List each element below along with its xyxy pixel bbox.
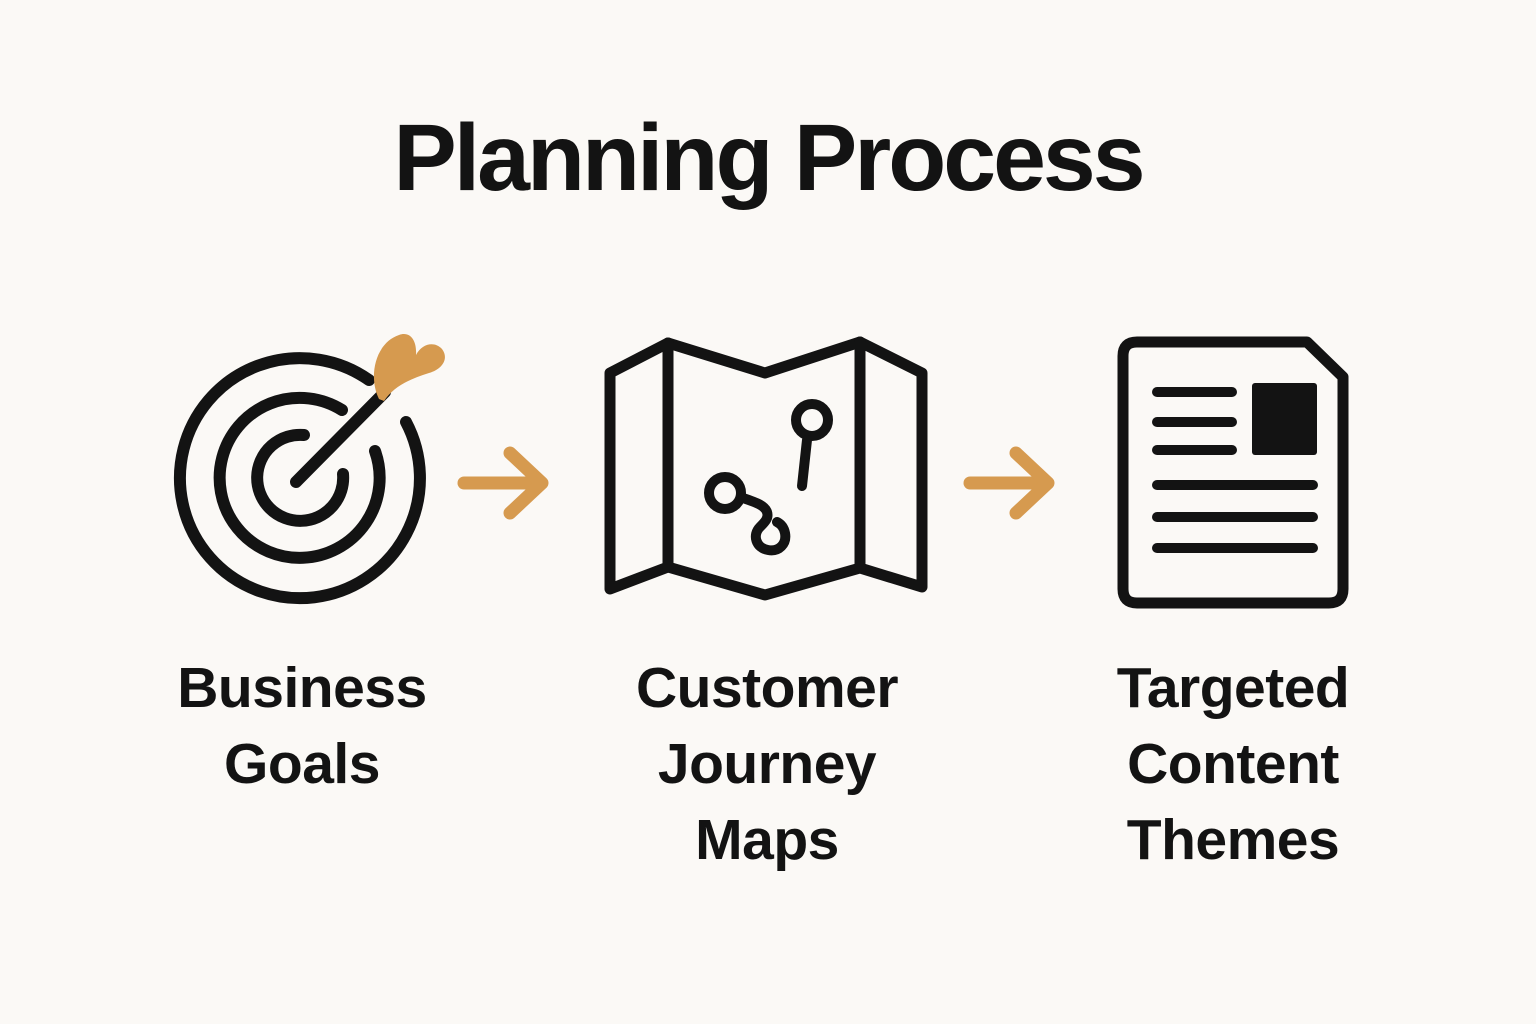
arrow-right-icon [963, 446, 1055, 520]
target-dart-icon [173, 334, 445, 605]
document-lines-icon [1117, 336, 1349, 609]
page-title: Planning Process [393, 105, 1145, 211]
step-label-customer-journey-maps: Customer Journey Maps [635, 656, 899, 872]
arrow-right-icon [457, 446, 549, 520]
folded-map-route-icon [604, 336, 928, 601]
step-label-targeted-content-themes: Targeted Content Themes [1116, 656, 1350, 872]
step-label-business-goals: Business Goals [177, 656, 427, 796]
